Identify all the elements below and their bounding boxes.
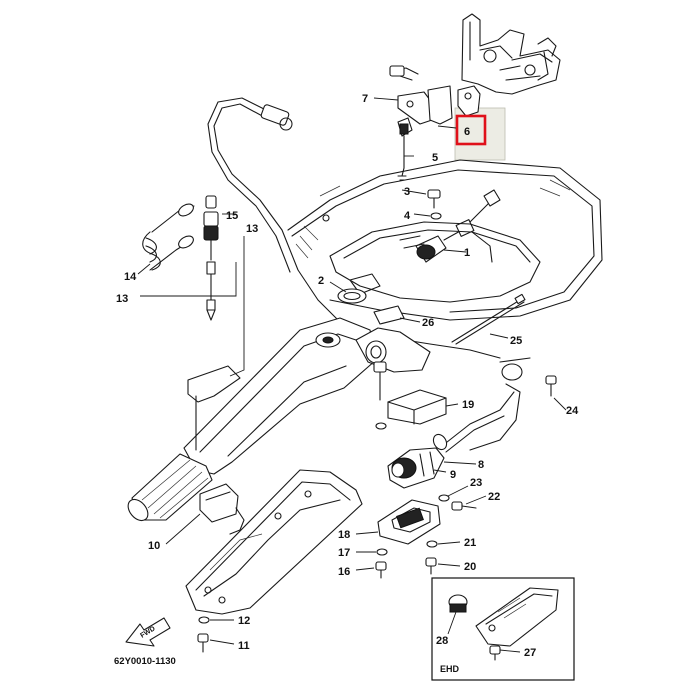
callout-numbers: 1 2 3 4 5 6 7 8 9 10 11 12 13 13 14 15 1…	[116, 93, 579, 659]
callout-24: 24	[566, 405, 579, 417]
callout-19: 19	[462, 399, 474, 411]
part-18-holder	[377, 499, 441, 545]
leader-lines	[137, 97, 567, 653]
callout-23: 23	[470, 477, 482, 489]
fwd-arrow-icon: FWD	[125, 617, 171, 647]
part-16-screw	[375, 561, 387, 579]
part-26-plate	[373, 305, 405, 325]
callout-16: 16	[338, 566, 350, 578]
callout-13-right: 13	[246, 223, 258, 235]
part-11-screw	[197, 633, 209, 653]
callout-27: 27	[524, 647, 536, 659]
callout-18: 18	[338, 529, 350, 541]
callout-8: 8	[478, 459, 484, 471]
callout-10: 10	[148, 540, 160, 552]
part-8-switch-assembly	[387, 391, 515, 489]
part-1-switch	[415, 189, 501, 263]
callout-15: 15	[226, 210, 238, 222]
callout-1: 1	[464, 247, 470, 259]
part-22-screw	[451, 501, 477, 511]
part-19-cover	[373, 361, 447, 430]
part-15-stop-switch	[203, 195, 219, 321]
callout-21: 21	[464, 537, 476, 549]
callout-4: 4	[404, 210, 411, 222]
callout-12: 12	[238, 615, 250, 627]
part-13-bracket-lines	[140, 236, 245, 377]
callout-5: 5	[432, 152, 438, 164]
part-4-washer	[430, 212, 442, 220]
bottom-cowling	[287, 159, 603, 321]
callout-14: 14	[124, 271, 137, 283]
part-7-bracket	[389, 65, 453, 125]
drawing-code: 62Y0010-1130	[114, 656, 176, 667]
part-23-washer	[438, 494, 450, 502]
ehd-label: EHD	[440, 664, 460, 674]
ehd-inset	[431, 577, 575, 681]
part-21-washer	[426, 540, 438, 548]
callout-28: 28	[436, 635, 448, 647]
part-24-screw	[545, 375, 557, 397]
callout-7: 7	[362, 93, 368, 105]
callout-9: 9	[450, 469, 456, 481]
callout-17: 17	[338, 547, 350, 559]
part-5-connector-cable	[397, 117, 413, 181]
part-3-bolt	[427, 189, 441, 209]
part-20-screw	[425, 557, 437, 575]
callout-13-left: 13	[116, 293, 128, 305]
part-6-highlight	[454, 85, 506, 161]
engine-bracket-assembly	[461, 13, 561, 95]
part-10-switch	[199, 483, 245, 535]
part-12-washer	[198, 616, 210, 624]
steering-handle	[127, 317, 431, 522]
callout-2: 2	[318, 275, 324, 287]
callout-6: 6	[464, 126, 470, 138]
part-28-cap	[448, 594, 468, 613]
part-17-washer	[376, 548, 388, 556]
steering-bracket-plate	[185, 469, 363, 615]
part-14-lanyard	[142, 203, 195, 271]
callout-3: 3	[404, 186, 410, 198]
callout-11: 11	[238, 640, 250, 652]
callout-26: 26	[422, 317, 434, 329]
callout-22: 22	[488, 491, 500, 503]
callout-25: 25	[510, 335, 522, 347]
callout-20: 20	[464, 561, 476, 573]
cable-grommet	[469, 357, 531, 451]
part-25-cable-tie	[451, 293, 526, 345]
part-2-grommet	[337, 288, 367, 304]
